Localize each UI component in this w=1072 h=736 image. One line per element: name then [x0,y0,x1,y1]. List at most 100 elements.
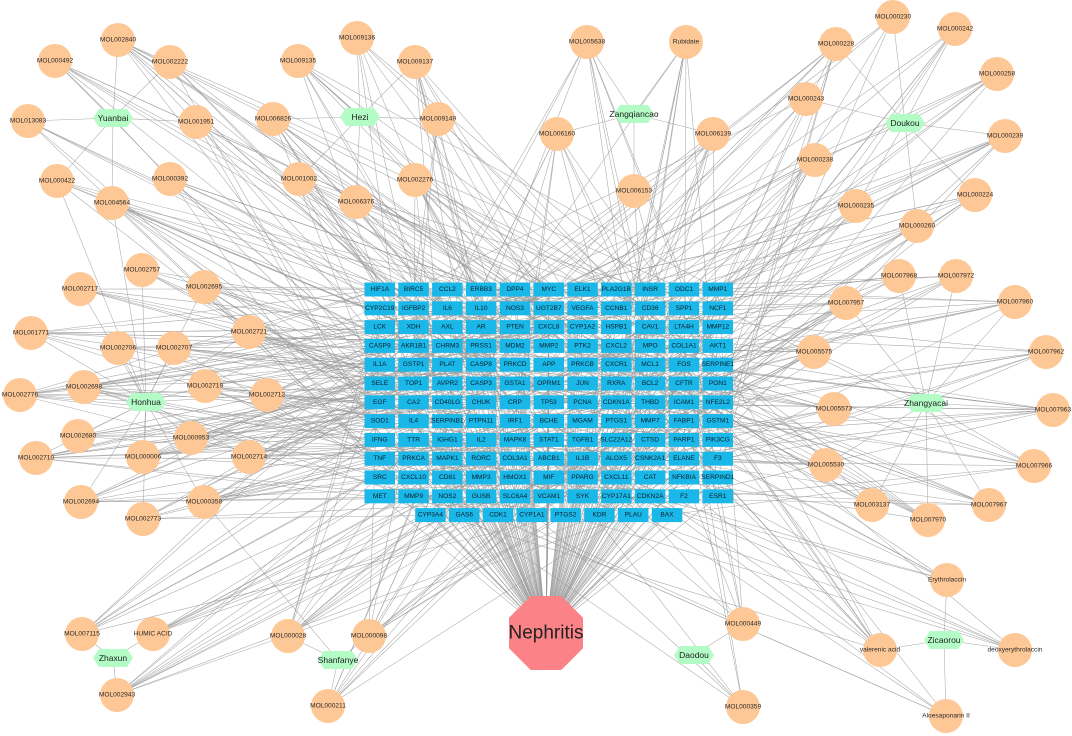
compound-node[interactable]: MOL000239 [987,119,1024,153]
compound-node[interactable]: MOL002840 [100,23,137,57]
target-node[interactable]: ELK1 [567,282,598,297]
compound-node[interactable]: MOL000230 [875,0,912,34]
target-node[interactable]: BIRC5 [398,282,429,297]
target-node[interactable]: ICAM1 [668,395,700,410]
target-node[interactable]: CXCL2 [601,338,632,353]
compound-node[interactable]: MOL000258 [979,57,1016,91]
target-node[interactable]: MAPK8 [499,432,531,447]
compound-node[interactable]: MOL002712 [249,378,286,412]
target-node[interactable]: MGAM [567,414,598,429]
target-node[interactable]: CYP1A2 [567,320,598,335]
compound-node[interactable]: MOL007115 [64,617,100,651]
compound-node[interactable]: MOL006160 [539,117,576,151]
target-node[interactable]: CFTR [668,376,700,391]
compound-node[interactable]: MOL000358 [186,485,223,519]
target-node[interactable]: KDR [584,508,615,523]
compound-node[interactable]: MOL007970 [910,503,947,537]
target-node[interactable]: XDH [398,320,429,335]
target-node[interactable]: IL6 [432,301,463,316]
compound-node[interactable]: MOL000242 [937,12,974,46]
target-node[interactable]: CA2 [398,395,429,410]
herb-node[interactable]: Zhaxun [93,649,133,667]
target-node[interactable]: F2 [668,489,700,504]
compound-node[interactable]: MOL007972 [938,259,975,293]
target-node[interactable]: MMP12 [702,320,734,335]
target-node[interactable]: ESR1 [702,489,734,504]
herb-node[interactable]: Yuanbai [93,109,133,127]
target-node[interactable]: PTEN [499,320,531,335]
target-node[interactable]: MMP2 [533,338,565,353]
target-node[interactable]: SLC22A12 [600,432,633,447]
target-node[interactable]: CD40LG [432,395,463,410]
compound-node[interactable]: MOL000224 [957,178,994,212]
target-node[interactable]: MAPK1 [432,451,463,466]
target-node[interactable]: PRSS1 [465,338,497,353]
compound-node[interactable]: MOL002757 [124,253,161,287]
target-node[interactable]: MPO [634,338,666,353]
target-node[interactable]: ALOX5 [601,451,632,466]
target-node[interactable]: TGFB1 [567,432,598,447]
target-node[interactable]: SPP1 [668,301,700,316]
compound-node[interactable]: MOL005575 [796,335,833,369]
target-node[interactable]: ABCB1 [533,451,565,466]
target-node[interactable]: TOP1 [398,376,429,391]
target-node[interactable]: CASP3 [465,376,497,391]
compound-node[interactable]: MOL007962 [1028,335,1065,369]
target-node[interactable]: PRKCA [398,451,429,466]
target-node[interactable]: MIF [533,470,565,485]
target-node[interactable]: CDK1 [482,508,514,523]
compound-node[interactable]: deoxyerythrolaccin [988,633,1043,667]
target-node[interactable]: PLAU [618,508,649,523]
herb-node[interactable]: Honhua [126,393,166,411]
compound-node[interactable]: MOL002717 [62,272,99,306]
compound-node[interactable]: MOL007966 [1016,449,1053,483]
compound-node[interactable]: HUMIC ACID [134,617,173,651]
compound-node[interactable]: MOL002680 [60,419,97,453]
compound-node[interactable]: MOL003137 [854,488,891,522]
target-node[interactable]: CAT [634,470,666,485]
target-node[interactable]: CASP9 [364,338,396,353]
target-node[interactable]: PTPN11 [465,414,497,429]
target-node[interactable]: PARP1 [668,432,700,447]
target-node[interactable]: OPRM1 [533,376,565,391]
compound-node[interactable]: MOL007957 [828,286,865,320]
compound-node[interactable]: MOL007968 [881,259,918,293]
target-node[interactable]: DPP4 [499,282,531,297]
target-node[interactable]: AXL [432,320,463,335]
compound-node[interactable]: MOL007960 [997,285,1034,319]
compound-node[interactable]: MOL002276 [397,163,434,197]
target-node[interactable]: CD36 [634,301,666,316]
target-node[interactable]: TTR [398,432,429,447]
target-node[interactable]: PTGS1 [601,414,632,429]
compound-node[interactable]: MOL006376 [338,185,375,219]
compound-node[interactable]: MOL005530 [808,448,845,482]
herb-node[interactable]: Zicaorou [924,631,964,649]
compound-node[interactable]: MOL000359 [725,690,762,724]
target-node[interactable]: AKR1B1 [398,338,429,353]
target-node[interactable]: GAS6 [449,508,480,523]
target-node[interactable]: CASP8 [465,357,497,372]
compound-node[interactable]: valerenic acid [860,633,901,667]
compound-node[interactable]: MOL001002 [281,162,318,196]
target-node[interactable]: LTA4H [668,320,700,335]
target-node[interactable]: SOD1 [364,414,396,429]
target-node[interactable]: HIF1A [364,282,396,297]
target-node[interactable]: SLC6A4 [499,489,531,504]
target-node[interactable]: ODC1 [668,282,700,297]
compound-node[interactable]: MOL000492 [37,44,74,78]
target-node[interactable]: APP [533,357,565,372]
target-node[interactable]: MYC [533,282,565,297]
target-node[interactable]: BAX [651,508,683,523]
target-node[interactable]: IGHG1 [432,432,463,447]
target-node[interactable]: CXCR1 [601,357,632,372]
target-node[interactable]: JUN [567,376,598,391]
target-node[interactable]: PPARG [567,470,598,485]
target-node[interactable]: CDKN1A [601,395,632,410]
target-node[interactable]: CAV1 [634,320,666,335]
compound-node[interactable]: MOL000243 [788,82,825,116]
target-node[interactable]: CTSD [634,432,666,447]
target-node[interactable]: IFNG [364,432,396,447]
target-node[interactable]: PLAT [432,357,463,372]
compound-node[interactable]: MOL002721 [231,315,268,349]
target-node[interactable]: STAT1 [533,432,565,447]
